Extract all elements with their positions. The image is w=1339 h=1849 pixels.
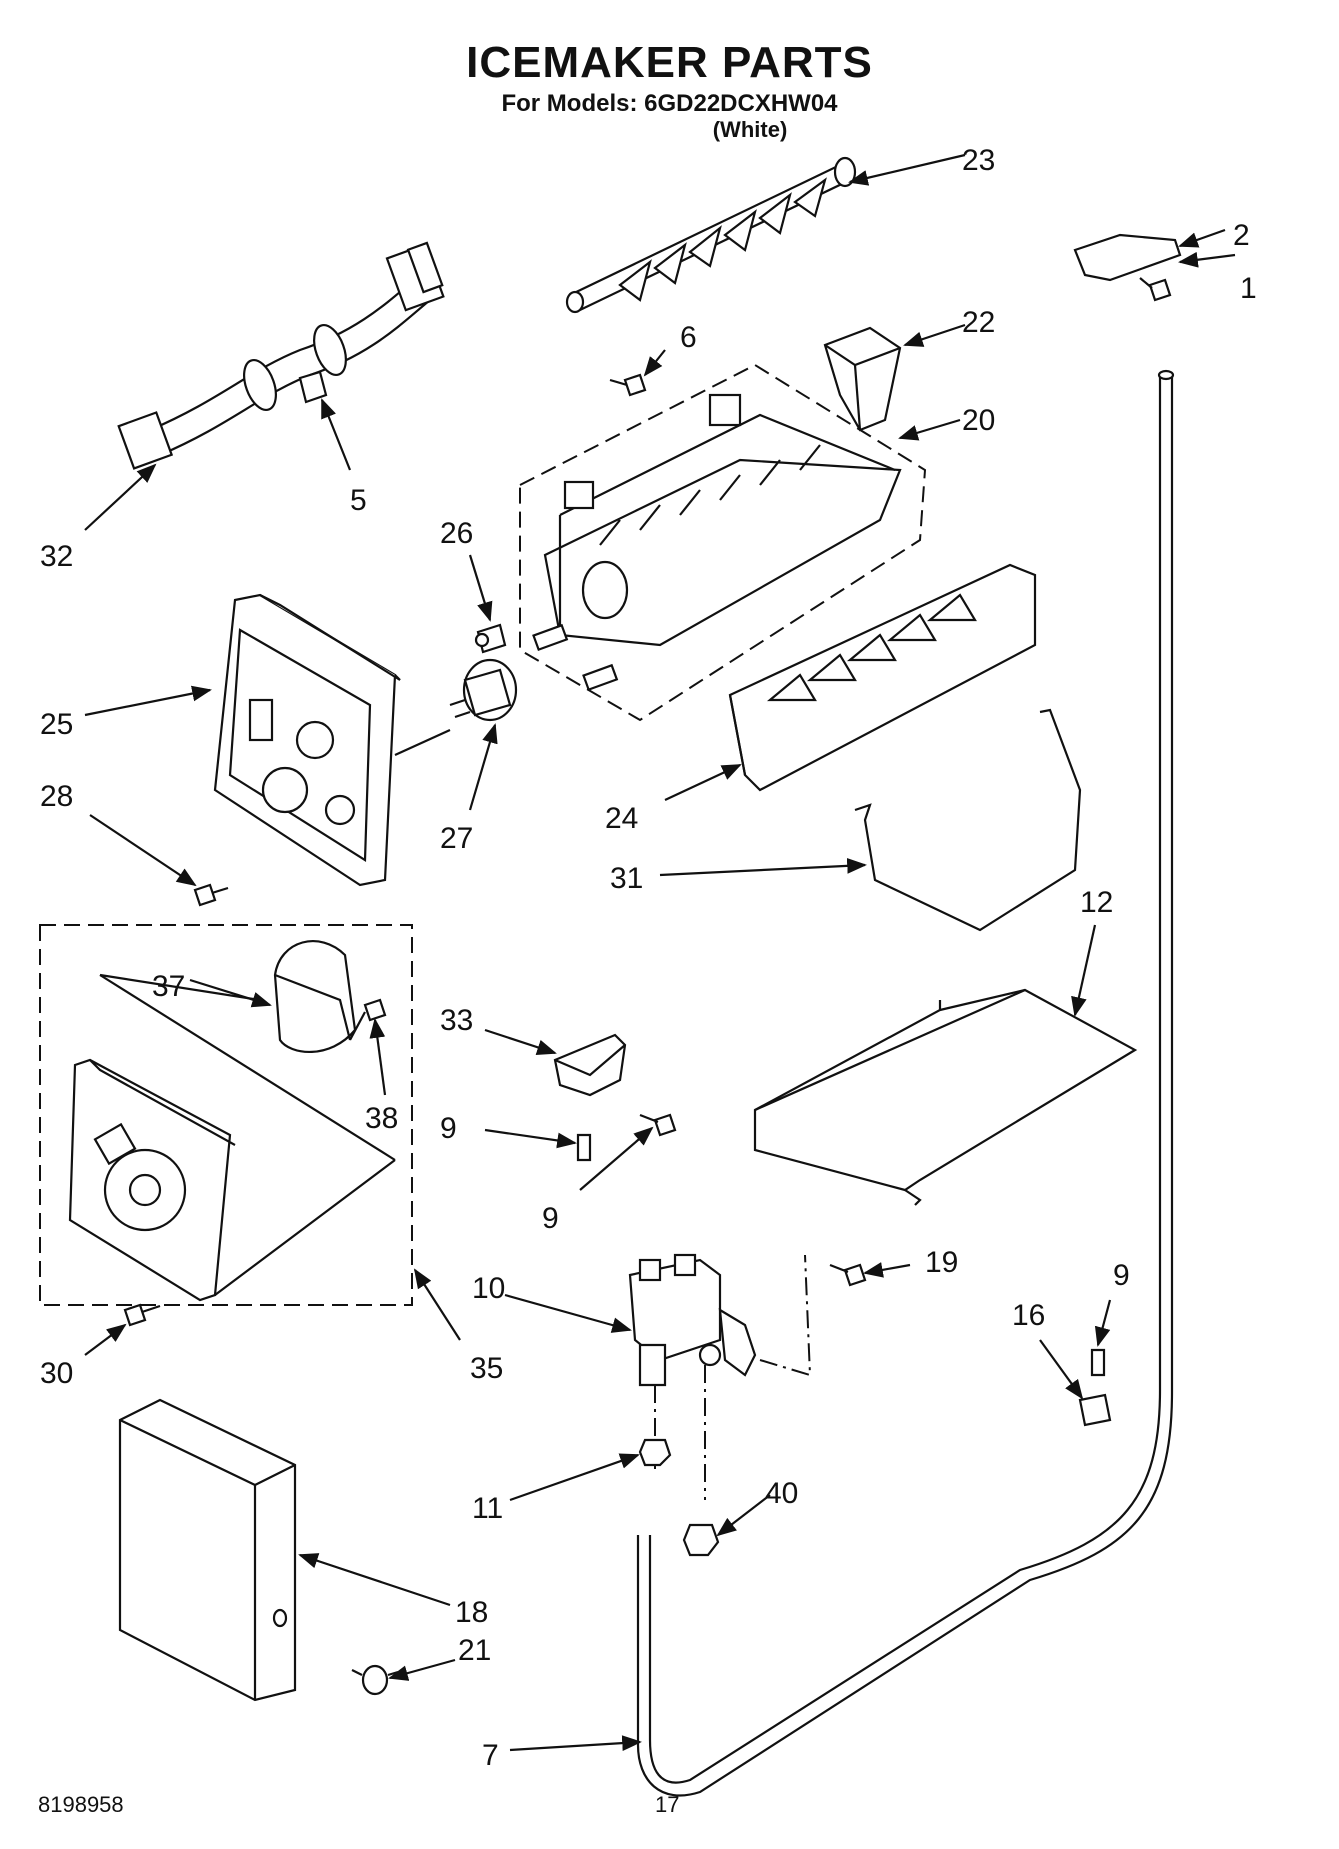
nut-40	[682, 1523, 720, 1557]
callout-40: 40	[765, 1477, 798, 1510]
leader-lines	[84, 153, 1236, 1752]
ice-mold	[519, 363, 927, 722]
callout-24: 24	[605, 802, 638, 835]
callout-12: 12	[1080, 886, 1113, 919]
callout-1: 1	[1240, 272, 1257, 305]
callout-38: 38	[365, 1102, 398, 1135]
callout-7: 7	[482, 1739, 499, 1772]
screw-38	[349, 998, 387, 1041]
module-cover-18	[118, 1398, 297, 1702]
callout-11: 11	[472, 1492, 503, 1525]
callout-9a: 9	[440, 1112, 457, 1145]
callout-numbers: 1 2 5 6 7 9 9 9 10 11 12 16 18 19 20 21 …	[40, 144, 1257, 1772]
tube-clamp	[1078, 1393, 1112, 1427]
bracket-33	[553, 1033, 627, 1097]
screw-28	[193, 883, 229, 907]
screw-19	[829, 1263, 867, 1287]
nut-11	[638, 1438, 672, 1467]
callout-21: 21	[458, 1634, 491, 1667]
callout-33: 33	[440, 1004, 473, 1037]
document-number: 8198958	[38, 1792, 124, 1817]
screw-9b	[639, 1113, 677, 1137]
fill-cup	[823, 326, 902, 432]
callout-19: 19	[925, 1246, 958, 1279]
harness-clip	[474, 623, 507, 654]
callout-2: 2	[1233, 219, 1250, 252]
callout-6: 6	[680, 321, 697, 354]
callout-26: 26	[440, 517, 473, 550]
shutoff-arm	[854, 708, 1082, 932]
callout-30: 30	[40, 1357, 73, 1390]
callout-9b: 9	[542, 1202, 559, 1235]
screw-6	[609, 373, 647, 397]
module-assembly-boundary	[39, 924, 413, 1306]
callout-32: 32	[40, 540, 73, 573]
mold-heater-motor	[449, 658, 518, 722]
color-line: (White)	[712, 117, 788, 142]
stripper	[728, 563, 1037, 792]
callout-16: 16	[1012, 1299, 1045, 1332]
callout-27: 27	[440, 822, 473, 855]
callout-31: 31	[610, 862, 643, 895]
bracket-2	[1073, 233, 1182, 282]
callout-10: 10	[472, 1272, 505, 1305]
callout-22: 22	[962, 306, 995, 339]
callout-23: 23	[962, 144, 995, 177]
screw-9a	[576, 1133, 592, 1162]
water-valve	[628, 1253, 757, 1387]
wiring-harness	[117, 241, 445, 470]
callout-25: 25	[40, 708, 73, 741]
ejector-shaft	[565, 156, 857, 314]
callout-18: 18	[455, 1596, 488, 1629]
models-line: For Models: 6GD22DCXHW04	[501, 90, 838, 117]
wire-clip	[298, 370, 328, 404]
callout-9c: 9	[1113, 1259, 1130, 1292]
page-title: ICEMAKER PARTS	[466, 38, 873, 87]
screw-30	[123, 1303, 161, 1327]
screw-9c	[1090, 1348, 1106, 1377]
control-module-housing	[213, 593, 451, 887]
page-number: 17	[655, 1792, 680, 1817]
callout-5: 5	[350, 484, 367, 517]
water-fill-tube	[636, 369, 1175, 1797]
screw-1	[1139, 277, 1172, 302]
control-module-plate	[68, 973, 396, 1302]
callout-28: 28	[40, 780, 73, 813]
callout-20: 20	[962, 404, 995, 437]
callout-35: 35	[470, 1352, 503, 1385]
module-motor-37	[273, 940, 357, 1053]
plug-21	[351, 1664, 399, 1696]
heater-shield-12	[753, 988, 1138, 1206]
callout-37: 37	[152, 970, 185, 1003]
